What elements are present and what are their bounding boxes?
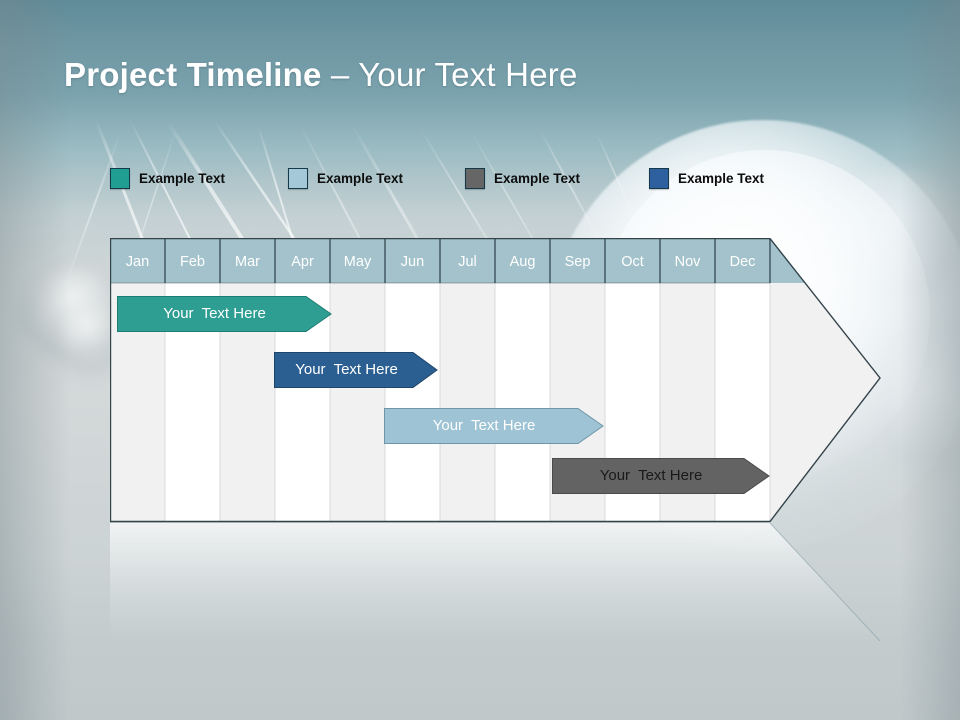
month-label-may: May: [343, 254, 372, 270]
month-label-dec: Dec: [729, 254, 756, 270]
page-title-strong: Project Timeline: [64, 56, 322, 93]
legend-label-1: Example Text: [139, 171, 226, 186]
month-label-nov: Nov: [674, 254, 701, 270]
month-label-oct: Oct: [621, 254, 644, 270]
month-label-feb: Feb: [180, 254, 205, 270]
month-label-apr: Apr: [291, 254, 314, 270]
page-title-light: – Your Text Here: [321, 56, 578, 93]
legend-swatch-teal-icon: [110, 168, 130, 189]
month-label-jul: Jul: [458, 254, 477, 270]
month-label-jun: Jun: [400, 254, 425, 270]
legend-label-3: Example Text: [494, 171, 581, 186]
gantt-bar-4[interactable]: Your Text Here: [552, 458, 770, 494]
gantt-chart: Jan Feb Mar Apr May Jun Jul Aug Sep Oct …: [110, 238, 881, 523]
gantt-bar-3-shape: [384, 408, 604, 444]
month-label-aug: Aug: [509, 254, 536, 270]
legend-swatch-gray-icon: [465, 168, 485, 189]
gantt-bar-4-shape: [552, 458, 770, 494]
gantt-bar-2[interactable]: Your Text Here: [274, 352, 438, 388]
legend-label-2: Example Text: [317, 171, 404, 186]
chart-arrow-body: [110, 238, 881, 523]
legend-swatch-light-blue-icon: [288, 168, 308, 189]
legend-label-4: Example Text: [678, 171, 765, 186]
legend: Example Text Example Text Example Text E…: [110, 168, 830, 196]
month-label-jan: Jan: [125, 254, 150, 270]
gantt-bar-2-shape: [274, 352, 438, 388]
gantt-bar-1-shape: [117, 296, 332, 332]
gantt-bar-1[interactable]: Your Text Here: [117, 296, 332, 332]
legend-item-2[interactable]: Example Text: [288, 168, 403, 189]
page-title: Project Timeline – Your Text Here: [64, 56, 578, 94]
legend-item-1[interactable]: Example Text: [110, 168, 225, 189]
gantt-bar-3[interactable]: Your Text Here: [384, 408, 604, 444]
month-label-mar: Mar: [235, 254, 260, 270]
legend-item-3[interactable]: Example Text: [465, 168, 580, 189]
legend-swatch-dark-blue-icon: [649, 168, 669, 189]
month-label-sep: Sep: [564, 254, 591, 270]
legend-item-4[interactable]: Example Text: [649, 168, 764, 189]
